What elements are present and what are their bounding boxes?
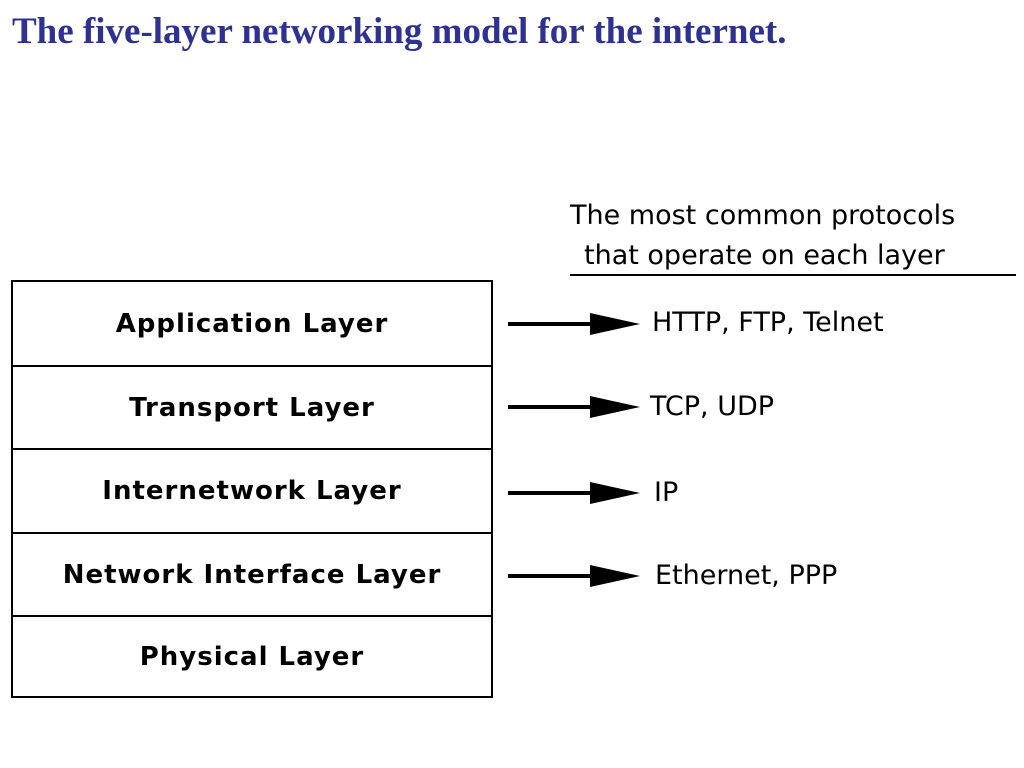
layer-network-interface: Network Interface Layer [13,534,491,617]
protocols-header-line-1: The most common protocols [570,200,956,231]
arrow-right-icon [508,565,640,587]
protocols-header: The most common protocols that operate o… [570,196,1016,276]
layer-transport: Transport Layer [13,367,491,450]
arrow-right-icon [508,396,640,418]
protocols-transport: TCP, UDP [650,391,775,422]
protocols-network-interface: Ethernet, PPP [655,560,838,591]
protocols-application: HTTP, FTP, Telnet [652,307,884,338]
protocols-internetwork: IP [654,477,679,508]
layer-stack: Application Layer Transport Layer Intern… [11,280,493,698]
protocols-header-line-2: that operate on each layer [584,240,945,271]
layer-internetwork: Internetwork Layer [13,450,491,534]
layer-physical: Physical Layer [139,641,365,672]
protocols-header-underline [570,274,1016,276]
layer-application: Application Layer [13,282,491,367]
slide-title: The five-layer networking model for the … [12,11,787,52]
arrow-right-icon [508,482,640,504]
arrow-right-icon [508,313,640,335]
